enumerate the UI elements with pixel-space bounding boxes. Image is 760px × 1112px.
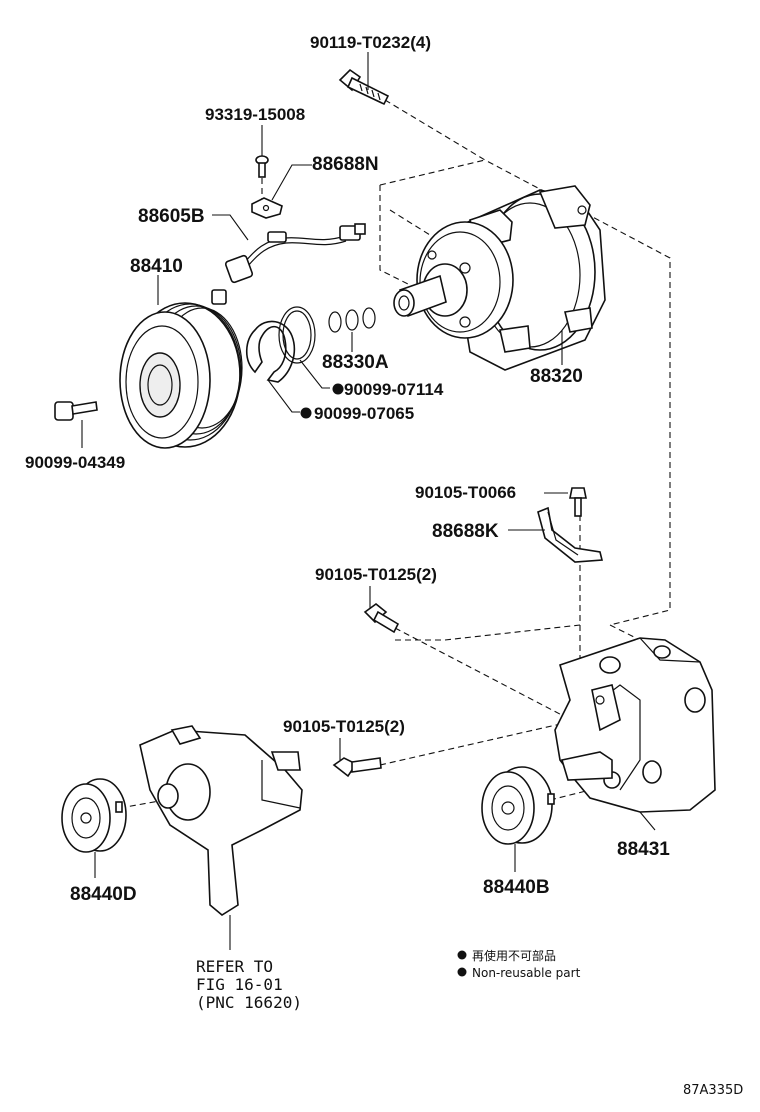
legend-marker-en	[457, 967, 467, 977]
harness-88605B-icon	[211, 223, 366, 305]
label-88330A: 88330A	[322, 352, 389, 373]
tensioner-bracket-icon	[139, 725, 303, 916]
screw-93319-icon	[255, 155, 269, 178]
label-88410: 88410	[130, 256, 183, 277]
label-90105-T0125-upper: 90105-T0125(2)	[315, 565, 437, 584]
clip-88688N-icon	[251, 197, 283, 219]
bolt-90119-icon	[338, 68, 390, 106]
label-88431: 88431	[617, 839, 670, 860]
label-90099-07114: 90099-07114	[344, 380, 444, 399]
non-reusable-marker-07065	[300, 407, 312, 419]
label-90119-T0232: 90119-T0232(4)	[310, 33, 431, 52]
label-88688N: 88688N	[312, 154, 379, 175]
label-88688K: 88688K	[432, 521, 499, 542]
figure-code: 87A335D	[683, 1083, 743, 1098]
legend-text-jp: 再使用不可部品	[472, 948, 556, 963]
bracket-88431-icon	[554, 637, 716, 813]
legend-text-en: Non-reusable part	[472, 966, 581, 980]
label-88320: 88320	[530, 366, 583, 387]
non-reusable-marker-07114	[332, 383, 344, 395]
refer-note: REFER TO FIG 16-01 (PNC 16620)	[196, 957, 302, 1012]
label-88605B: 88605B	[138, 206, 205, 227]
label-93319-15008: 93319-15008	[205, 105, 305, 124]
part-labels: 90119-T0232(4) 93319-15008 88688N 88605B…	[25, 33, 670, 905]
bracket-88688K-icon	[537, 506, 604, 563]
legend: 再使用不可部品 Non-reusable part	[457, 948, 581, 980]
bolt-90105-T0066-icon	[569, 487, 587, 517]
refer-line-3: (PNC 16620)	[196, 993, 302, 1012]
bolt-90105-T0125-upper-icon	[363, 602, 400, 634]
snap-ring-90099-07114-icon	[278, 306, 316, 364]
bolt-90105-T0125-lower-icon	[332, 757, 382, 778]
compressor-88320-icon	[393, 185, 606, 371]
label-88440D: 88440D	[70, 884, 137, 905]
label-90099-04349: 90099-04349	[25, 453, 125, 472]
idler-pulley-88440D-icon	[61, 778, 127, 853]
label-90099-07065: 90099-07065	[314, 404, 414, 423]
label-90105-T0066: 90105-T0066	[415, 483, 516, 502]
idler-pulley-88440B-icon	[481, 766, 555, 845]
legend-marker-jp	[457, 950, 467, 960]
label-88440B: 88440B	[483, 877, 550, 898]
pulley-88410-icon	[119, 302, 243, 449]
refer-line-1: REFER TO	[196, 957, 273, 976]
label-90105-T0125-lower: 90105-T0125(2)	[283, 717, 405, 736]
bolt-90099-04349-icon	[54, 401, 98, 421]
snap-ring-90099-07065-icon	[245, 320, 296, 383]
refer-line-2: FIG 16-01	[196, 975, 283, 994]
shims-88330A-icon	[328, 307, 376, 333]
assembly-dashed-lines	[119, 99, 671, 809]
